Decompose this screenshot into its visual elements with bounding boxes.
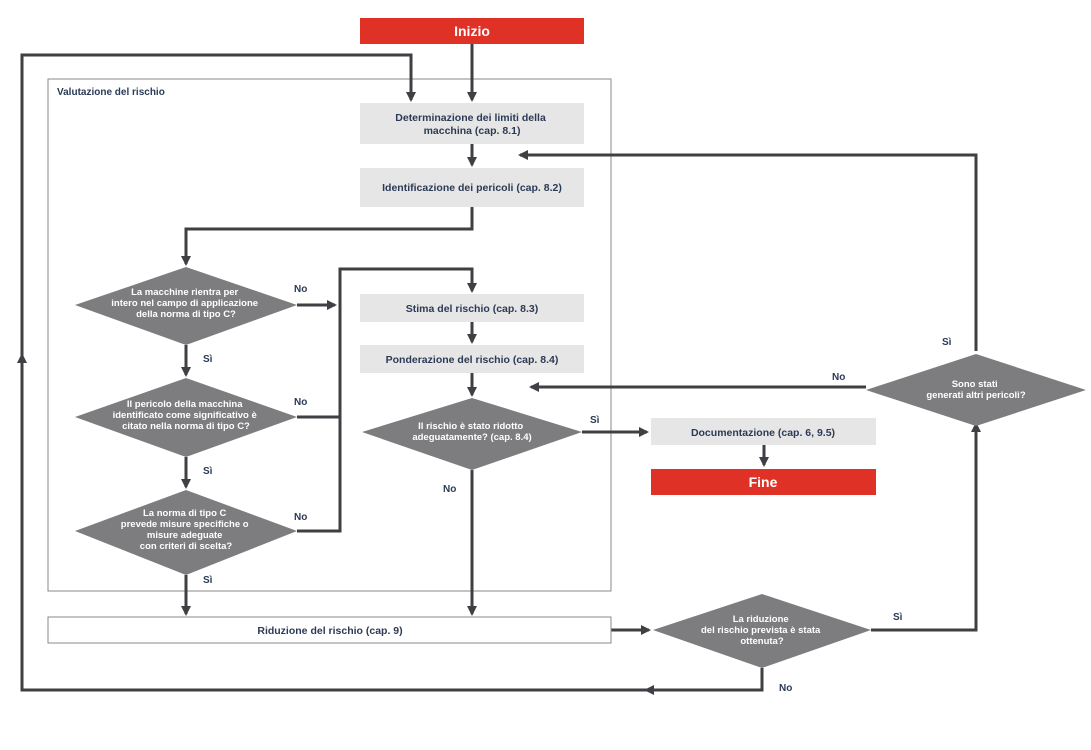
svg-text:La macchine rientra per: La macchine rientra per intero nel campo… xyxy=(111,287,260,320)
decision-reduction-achieved-line: del rischio prevista è stata xyxy=(701,625,821,636)
box-documentation: Documentazione (cap. 6, 9.5) xyxy=(651,418,876,445)
label-measures-no: No xyxy=(294,512,307,523)
connector-return-loop xyxy=(17,353,646,692)
start-terminal: Inizio xyxy=(360,18,584,44)
box-machine-limits-line: macchina (cap. 8.1) xyxy=(424,125,521,137)
decision-other-hazards-line: Sono stati xyxy=(952,379,998,390)
connector-achieved-no xyxy=(644,668,764,695)
box-risk-weighting-label: Ponderazione del rischio (cap. 8.4) xyxy=(386,354,559,366)
decision-scope: La macchine rientra per intero nel campo… xyxy=(75,267,297,345)
label-other-hazards-no: No xyxy=(832,372,845,383)
decision-hazard-cited-line: identificato come significativo è xyxy=(113,410,257,421)
box-risk-estimate-label: Stima del rischio (cap. 8.3) xyxy=(406,303,538,315)
label-achieved-no: No xyxy=(779,683,792,694)
label-scope-yes: Sì xyxy=(203,354,213,365)
box-machine-limits-line: Determinazione dei limiti della xyxy=(395,112,546,124)
connector-achieved-yes xyxy=(871,422,981,632)
svg-text:Il pericolo della macchina: Il pericolo della macchina identificato … xyxy=(113,399,260,432)
box-hazard-identification: Identificazione dei pericoli (cap. 8.2) xyxy=(360,168,584,207)
decision-specific-measures-line: misure adeguate xyxy=(147,530,223,541)
decision-hazard-cited-line: Il pericolo della macchina xyxy=(127,399,243,410)
decision-scope-line: La macchine rientra per xyxy=(131,287,238,298)
label-achieved-yes: Sì xyxy=(893,612,903,623)
end-terminal: Fine xyxy=(651,469,876,495)
box-risk-reduction: Riduzione del rischio (cap. 9) xyxy=(47,616,612,644)
end-label: Fine xyxy=(749,474,778,490)
label-reduced-no: No xyxy=(443,484,456,495)
decision-other-hazards: Sono stati generati altri pericoli? xyxy=(866,354,1086,426)
start-label: Inizio xyxy=(454,23,490,39)
connector-return-loop-top xyxy=(20,53,416,355)
risk-evaluation-title: Valutazione del rischio xyxy=(57,87,165,98)
box-risk-weighting: Ponderazione del rischio (cap. 8.4) xyxy=(360,345,584,373)
label-measures-yes: Sì xyxy=(203,575,213,586)
svg-text:Determinazione dei limiti dell: Determinazione dei limiti della macchina… xyxy=(395,112,548,137)
decision-reduction-achieved: La riduzione del rischio prevista è stat… xyxy=(653,594,871,668)
label-hazard-yes: Sì xyxy=(203,466,213,477)
svg-text:La norma di tipo C preve: La norma di tipo C prevede misure specif… xyxy=(121,508,251,552)
risk-evaluation-frame xyxy=(47,78,612,592)
decision-risk-reduced-line: Il rischio è stato ridotto xyxy=(418,421,523,432)
box-risk-reduction-label: Riduzione del rischio (cap. 9) xyxy=(257,625,402,637)
box-risk-estimate: Stima del rischio (cap. 8.3) xyxy=(360,294,584,322)
label-hazard-no: No xyxy=(294,397,307,408)
decision-specific-measures-line: prevede misure specifiche o xyxy=(121,519,249,530)
box-documentation-label: Documentazione (cap. 6, 9.5) xyxy=(691,427,835,439)
decision-hazard-cited: Il pericolo della macchina identificato … xyxy=(75,378,297,457)
label-scope-no: No xyxy=(294,284,307,295)
decision-specific-measures-line: La norma di tipo C xyxy=(143,508,227,519)
decision-scope-line: intero nel campo di applicazione xyxy=(111,298,258,309)
svg-text:La riduzione del rischio: La riduzione del rischio prevista è stat… xyxy=(701,614,823,647)
decision-reduction-achieved-line: La riduzione xyxy=(733,614,789,625)
svg-text:Il rischio è stato ridotto: Il rischio è stato ridotto adeguatamente… xyxy=(412,421,531,443)
label-reduced-yes: Sì xyxy=(590,415,600,426)
decision-risk-reduced: Il rischio è stato ridotto adeguatamente… xyxy=(362,398,582,470)
decision-specific-measures-line: con criteri di scelta? xyxy=(140,541,233,552)
decision-hazard-cited-line: citato nella norma di tipo C? xyxy=(122,421,250,432)
decision-risk-reduced-line: adeguatamente? (cap. 8.4) xyxy=(412,432,531,443)
decision-scope-line: della norma di tipo C? xyxy=(136,309,236,320)
decision-other-hazards-line: generati altri pericoli? xyxy=(926,390,1025,401)
box-hazard-identification-label: Identificazione dei pericoli (cap. 8.2) xyxy=(382,182,562,194)
decision-specific-measures: La norma di tipo C prevede misure specif… xyxy=(75,490,297,575)
connector-measures-no xyxy=(297,267,477,533)
decision-reduction-achieved-line: ottenuta? xyxy=(740,636,783,647)
connector-other-hazards-yes xyxy=(518,150,978,351)
label-other-hazards-yes: Sì xyxy=(942,337,952,348)
box-machine-limits: Determinazione dei limiti della macchina… xyxy=(360,103,584,144)
svg-text:Sono stati generati altr: Sono stati generati altri pericoli? xyxy=(926,379,1025,401)
connector-hazards-to-scope-decision xyxy=(181,207,474,266)
